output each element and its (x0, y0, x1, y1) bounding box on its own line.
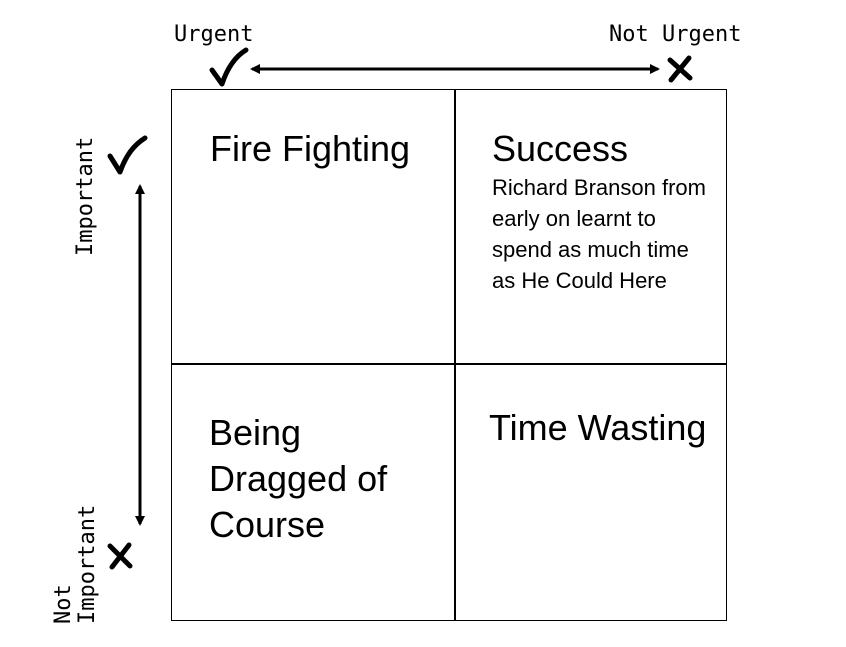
matrix-grid (171, 89, 727, 621)
matrix-vertical-divider (454, 89, 456, 621)
cross-icon (107, 542, 133, 570)
check-icon (107, 135, 148, 175)
cross-icon (667, 55, 693, 83)
quadrant-not-urgent-not-important-title: Time Wasting (489, 407, 707, 448)
quadrant-not-urgent-important-title: Success (492, 128, 629, 169)
quadrant-not-urgent-important-description: Richard Branson from early on learnt to … (492, 175, 706, 293)
check-icon (209, 47, 249, 87)
matrix-horizontal-divider (171, 363, 727, 365)
quadrant-urgent-not-important-title: Being Dragged of Course (209, 412, 388, 545)
not-urgent-label: Not Urgent (609, 22, 742, 47)
quadrant-urgent-important-title: Fire Fighting (210, 128, 411, 169)
urgent-label: Urgent (174, 22, 254, 47)
